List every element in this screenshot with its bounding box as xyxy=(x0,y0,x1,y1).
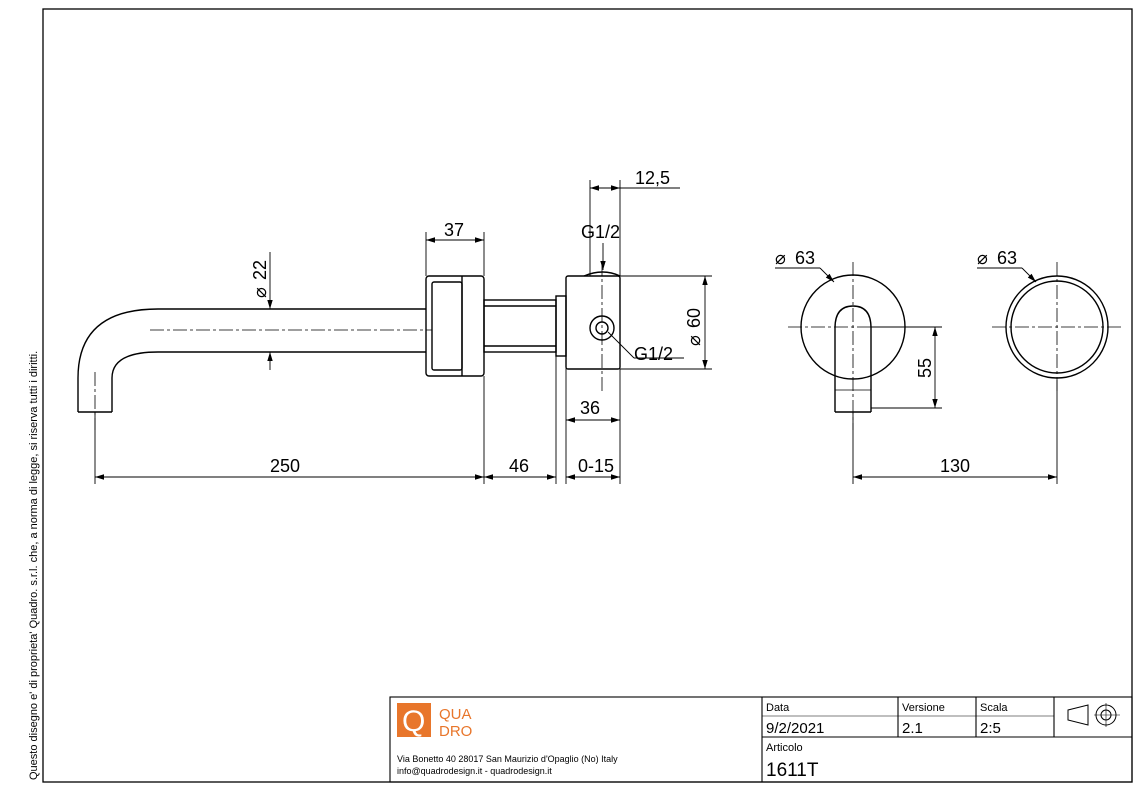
dim-g12-top: G1/2 xyxy=(581,222,620,242)
scale-label: Scala xyxy=(980,702,1008,714)
logo-text-bottom: DRO xyxy=(439,723,472,740)
version-value: 2.1 xyxy=(902,720,923,737)
scale-value: 2:5 xyxy=(980,720,1001,737)
side-view xyxy=(77,271,621,413)
dim-22: 22 xyxy=(250,260,270,280)
copyright-notice: Questo disegno e' di proprieta' Quadro. … xyxy=(28,351,40,780)
dim-46: 46 xyxy=(509,456,529,476)
version-label: Versione xyxy=(902,702,945,714)
dim-12-5: 12,5 xyxy=(635,168,670,188)
title-block xyxy=(389,696,1133,783)
rosette-side xyxy=(425,275,485,377)
sheet-border xyxy=(42,8,1133,783)
diameter-symbol-icon: ⌀ xyxy=(684,335,704,346)
dim-63-right: 63 xyxy=(997,248,1017,268)
date-value: 9/2/2021 xyxy=(766,720,824,737)
logo-text-top: QUA xyxy=(439,706,472,723)
article-value: 1611T xyxy=(766,760,819,781)
dim-g12-side: G1/2 xyxy=(634,344,673,364)
extension-sleeve xyxy=(483,299,557,353)
valve-body xyxy=(565,275,621,370)
dim-0-15: 0-15 xyxy=(578,456,614,476)
dim-37: 37 xyxy=(444,220,464,240)
company-address: Via Bonetto 40 28017 San Maurizio d'Opag… xyxy=(397,754,618,764)
dim-130: 130 xyxy=(940,456,970,476)
dim-250: 250 xyxy=(270,456,300,476)
dim-36: 36 xyxy=(580,398,600,418)
diameter-symbol-icon: ⌀ xyxy=(250,287,270,298)
spout-inner-outline xyxy=(111,351,426,412)
date-label: Data xyxy=(766,702,790,714)
projection-symbol-icon xyxy=(1067,703,1120,727)
diameter-symbol-icon: ⌀ xyxy=(775,248,786,268)
logo-letter: Q xyxy=(402,705,425,738)
diameter-symbol-icon: ⌀ xyxy=(977,248,988,268)
spout-outline xyxy=(77,308,426,412)
dim-60: 60 xyxy=(684,308,704,328)
dim-55: 55 xyxy=(915,358,935,378)
article-label: Articolo xyxy=(766,742,803,754)
company-contact: info@quadrodesign.it - quadrodesign.it xyxy=(397,766,552,776)
dim-63-left: 63 xyxy=(795,248,815,268)
quadro-logo xyxy=(397,703,431,737)
